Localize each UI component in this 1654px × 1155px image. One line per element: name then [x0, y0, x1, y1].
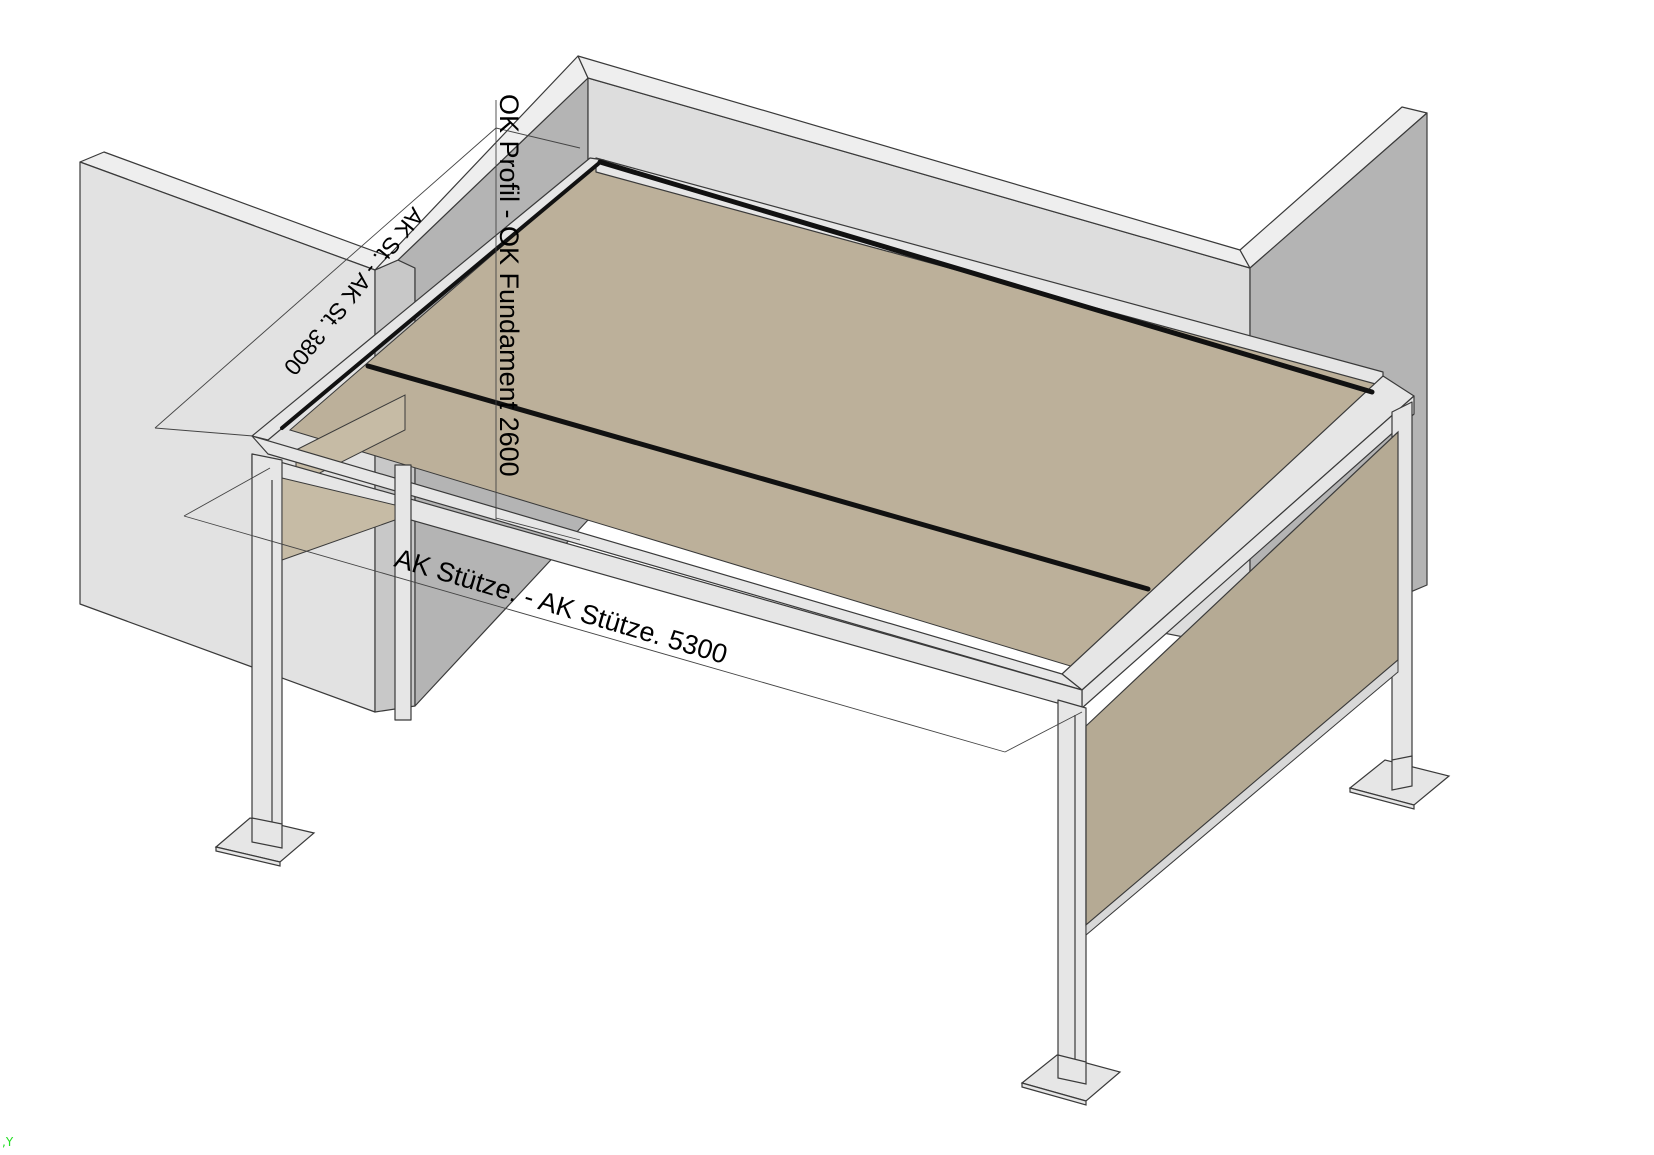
dimension-lines	[154, 100, 1083, 753]
roof-rail-middle	[365, 363, 1151, 592]
pergola-frame	[251, 157, 1415, 1081]
roof-rail-left	[280, 162, 600, 430]
roof-rail-back	[597, 159, 1375, 395]
depth-dim-ext-left	[154, 427, 254, 437]
right-side-screen-rail	[1085, 658, 1399, 937]
axis-indicator-label: ,Y	[2, 1135, 14, 1149]
back-right-base-plate-edge	[1349, 787, 1415, 810]
front-left-post-foot	[251, 817, 283, 849]
front-right-base-plate-edge	[1021, 1082, 1087, 1106]
front-right-post-foot	[1057, 1054, 1087, 1085]
height-dim-ext-top	[495, 127, 581, 149]
back-right-post-foot	[1391, 755, 1413, 791]
front-left-screen	[281, 477, 396, 561]
width-dim-line	[183, 515, 1006, 753]
front-left-post	[251, 453, 283, 841]
front-right-post	[1057, 699, 1087, 1081]
depth-dim-line	[154, 127, 497, 429]
width-dim-ext-left	[183, 467, 271, 517]
height-dimension-label: OK Profil - OK Fundament 2600	[494, 94, 524, 477]
front-left-base-plate-edge	[215, 846, 281, 867]
roof-rails	[280, 159, 1375, 592]
width-dim-ext-right	[1004, 711, 1083, 753]
base-plates	[214, 755, 1451, 1106]
height-dim-ext-bottom	[495, 517, 581, 541]
back-left-post	[394, 464, 412, 721]
